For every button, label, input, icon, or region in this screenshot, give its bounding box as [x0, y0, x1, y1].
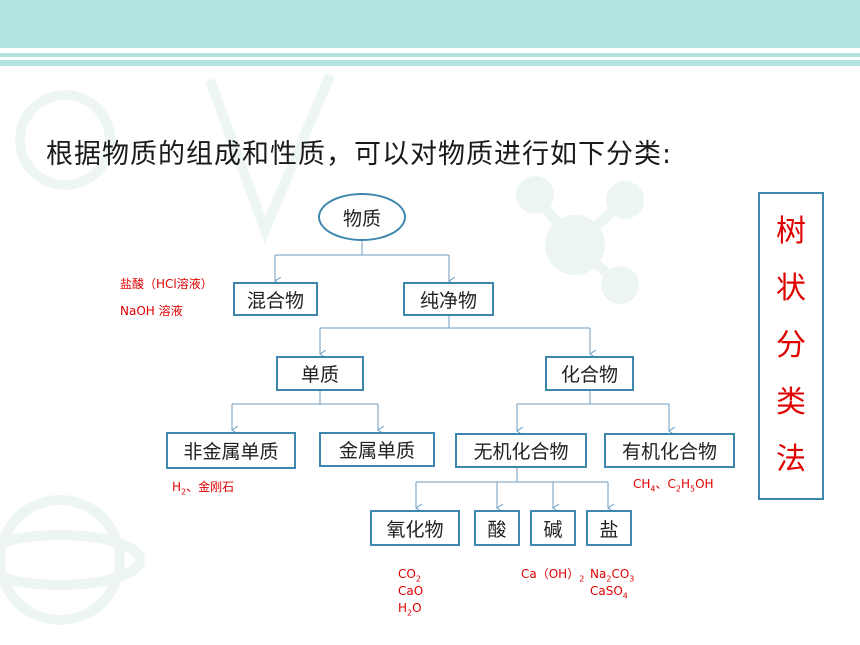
- node-acid: 酸: [474, 510, 520, 546]
- example-base: Ca（OH）2: [521, 567, 585, 584]
- page-heading: 根据物质的组成和性质，可以对物质进行如下分类:: [46, 139, 673, 170]
- example-oxide-1: CO2: [398, 567, 421, 584]
- node-base: 碱: [530, 510, 576, 546]
- example-salt-2: CaSO4: [590, 584, 628, 601]
- header-bar: [0, 0, 860, 48]
- side-label-char: 树: [776, 214, 806, 250]
- side-label-char: 法: [776, 441, 806, 477]
- side-label-char: 状: [776, 271, 806, 307]
- header-stripe: [0, 60, 860, 66]
- example-organic: CH4、C2H5OH: [633, 477, 714, 494]
- node-metal-element: 金属单质: [319, 432, 435, 467]
- tree-classification-label: 树 状 分 类 法: [758, 192, 824, 500]
- side-label-char: 类: [776, 384, 806, 420]
- example-nonmetal: H2、金刚石: [172, 480, 235, 497]
- side-label-char: 分: [776, 327, 806, 363]
- node-compound: 化合物: [545, 356, 634, 391]
- node-nonmetal-element: 非金属单质: [166, 432, 296, 469]
- node-element: 单质: [276, 356, 364, 391]
- header-stripe: [0, 53, 860, 57]
- example-oxide-3: H2O: [398, 601, 422, 618]
- node-substance: 物质: [318, 193, 406, 241]
- example-mixture-1: 盐酸（HCl溶液）: [120, 277, 213, 291]
- example-mixture-2: NaOH 溶液: [120, 304, 183, 318]
- example-salt-1: Na2CO3: [590, 567, 635, 584]
- node-pure-substance: 纯净物: [403, 282, 494, 316]
- node-salt: 盐: [586, 510, 632, 546]
- node-organic-compound: 有机化合物: [604, 433, 735, 468]
- example-oxide-2: CaO: [398, 584, 424, 598]
- node-inorganic-compound: 无机化合物: [455, 433, 587, 468]
- node-mixture: 混合物: [233, 282, 318, 316]
- node-oxide: 氧化物: [370, 510, 460, 546]
